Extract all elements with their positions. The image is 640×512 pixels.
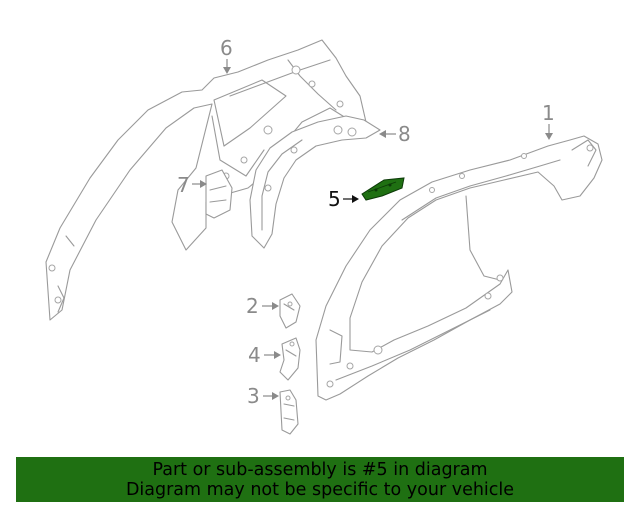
banner-line-2: Diagram may not be specific to your vehi…	[125, 480, 515, 500]
callout-3-label: 3	[247, 384, 260, 408]
part-2-bracket[interactable]	[279, 293, 301, 329]
callout-4-label: 4	[248, 343, 261, 367]
part-3-plate[interactable]	[279, 389, 299, 435]
callout-6: 6	[220, 36, 233, 74]
callout-1-label: 1	[542, 101, 555, 125]
info-banner: Part or sub-assembly is #5 in diagram Di…	[16, 457, 624, 502]
callout-4: 4	[248, 343, 281, 367]
part-8-wheelhouse[interactable]	[249, 115, 381, 249]
part-7-inner-quarter[interactable]	[205, 169, 233, 219]
part-5-reinforcement[interactable]	[361, 177, 405, 201]
callout-2-label: 2	[246, 294, 259, 318]
callout-6-label: 6	[220, 36, 233, 60]
callout-7: 7	[177, 173, 207, 197]
callout-8: 8	[379, 122, 411, 146]
callout-3: 3	[247, 384, 279, 408]
parts-diagram: 1 2 4 3 5 6 7 8	[45, 36, 603, 435]
callout-1: 1	[542, 101, 555, 140]
part-1-body-side-frame[interactable]	[315, 135, 603, 401]
callout-5: 5	[328, 187, 359, 211]
part-4-bracket[interactable]	[279, 337, 301, 381]
callout-8-label: 8	[398, 122, 411, 146]
callout-2: 2	[246, 294, 279, 318]
callout-7-label: 7	[177, 173, 190, 197]
callout-5-label: 5	[328, 187, 341, 211]
banner-line-1: Part or sub-assembly is #5 in diagram	[152, 460, 488, 480]
